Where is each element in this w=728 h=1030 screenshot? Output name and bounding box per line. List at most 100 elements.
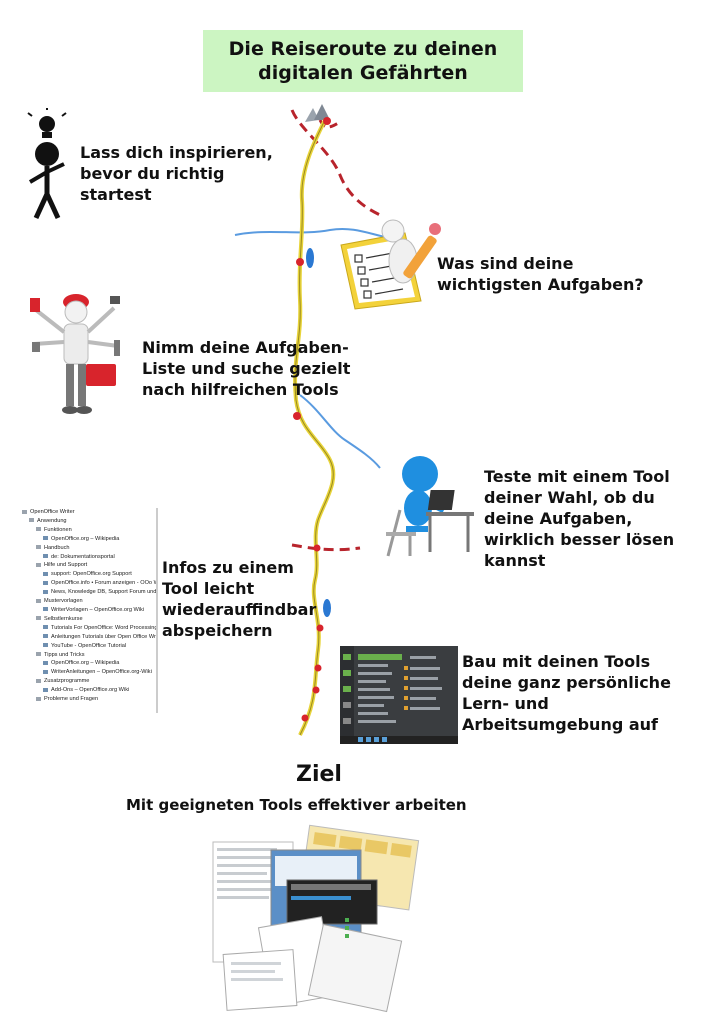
step-save-line-2: Tool leicht <box>162 579 255 598</box>
bookmark-tree-item[interactable]: WriterVorlagen – OpenOffice.org Wiki <box>18 606 156 615</box>
bookmark-tree-label: WriterVorlagen – OpenOffice.org Wiki <box>51 606 145 613</box>
folder-icon <box>36 696 41 701</box>
folder-icon <box>22 509 27 514</box>
bookmark-tree-item[interactable]: Selbstlernkurse <box>18 615 156 624</box>
route-marker-7 <box>312 686 320 694</box>
bookmark-icon <box>43 589 48 594</box>
bookmark-tree-item[interactable]: Tipps und Tricks <box>18 651 156 660</box>
bookmark-tree-label: Mustervorlagen <box>44 598 83 605</box>
step-save-text: Infos zu einem Tool leicht wiederauffind… <box>162 557 316 641</box>
bookmark-tree-label: Hilfe und Support <box>44 562 88 569</box>
step-build-line-1: Bau mit deinen Tools <box>462 652 651 671</box>
step-search-text: Nimm deine Aufgaben- Liste und suche gez… <box>142 337 350 400</box>
laptop-person-figure <box>386 456 474 557</box>
bookmark-tree-label: News, Knowledge DB, Support Forum und Tr… <box>51 589 158 596</box>
bookmark-tree-item[interactable]: OpenOffice.org – Wikipedia <box>18 535 156 544</box>
bookmark-tree-label: Anleitungen Tutorials über Open Office W… <box>51 633 158 640</box>
bookmark-tree-item[interactable]: Hilfe und Support <box>18 561 156 570</box>
step-tasks-line-1: Was sind deine <box>437 254 574 273</box>
folder-icon <box>36 616 41 621</box>
step-test-text: Teste mit einem Tool deiner Wahl, ob du … <box>484 466 674 571</box>
bookmark-tree-item[interactable]: OpenOffice Writer <box>18 508 156 517</box>
bookmark-icon <box>43 660 48 665</box>
bookmark-tree-item[interactable]: de: Dokumentationsportal <box>18 553 156 562</box>
bookmark-tree-item[interactable]: OpenOffice.info • Forum anzeigen - OOo W… <box>18 579 156 588</box>
bookmark-tree-label: support: OpenOffice.org Support <box>51 571 132 578</box>
bookmark-tree-item[interactable]: OpenOffice.org – Wikipedia <box>18 659 156 668</box>
bookmark-icon <box>43 643 48 648</box>
bookmark-tree-label: WriterAnleitungen – OpenOffice.org-Wiki <box>51 669 152 676</box>
idea-person-figure <box>27 108 67 220</box>
bookmark-tree-label: de: Dokumentationsportal <box>51 553 115 560</box>
title-box: Die Reiseroute zu deinen digitalen Gefäh… <box>203 30 523 92</box>
lake-2 <box>323 599 331 617</box>
step-save-line-4: abspeichern <box>162 621 273 640</box>
step-test-line-3: deine Aufgaben, <box>484 509 633 528</box>
bookmark-tree-item[interactable]: Tutorials For OpenOffice: Word Processin… <box>18 624 156 633</box>
route-marker-5 <box>316 624 324 632</box>
bookmark-tree-item[interactable]: Funktionen <box>18 526 156 535</box>
folder-icon <box>36 527 41 532</box>
bookmark-tree-label: Tipps und Tricks <box>44 651 85 658</box>
step-search-line-1: Nimm deine Aufgaben- <box>142 338 349 357</box>
goal-title: Ziel <box>296 762 342 787</box>
bookmark-tree-item[interactable]: News, Knowledge DB, Support Forum und Tr… <box>18 588 156 597</box>
bookmark-tree-label: Funktionen <box>44 526 72 533</box>
bookmark-tree-item[interactable]: Mustervorlagen <box>18 597 156 606</box>
bookmark-tree-item[interactable]: YouTube - OpenOffice Tutorial <box>18 642 156 651</box>
step-save-line-1: Infos zu einem <box>162 558 294 577</box>
step-test-line-5: kannst <box>484 551 546 570</box>
folder-icon <box>36 652 41 657</box>
step-build-line-3: Lern- und <box>462 694 549 713</box>
bookmark-tree-item[interactable]: Handbuch <box>18 544 156 553</box>
bookmark-tree-label: OpenOffice.org – Wikipedia <box>51 535 120 542</box>
route-path <box>293 119 336 736</box>
tools-person-figure <box>30 294 120 414</box>
bookmark-tree-label: Handbuch <box>44 544 70 551</box>
bookmark-tree-item[interactable]: Probleme und Fragen <box>18 695 156 704</box>
bookmark-tree-item[interactable]: WriterAnleitungen – OpenOffice.org-Wiki <box>18 668 156 677</box>
river-middle <box>299 394 381 469</box>
bookmark-tree-item[interactable]: support: OpenOffice.org Support <box>18 570 156 579</box>
route-marker-8 <box>301 714 309 722</box>
bookmark-tree-item[interactable]: Anwendung <box>18 517 156 526</box>
title-line-1: Die Reiseroute zu deinen <box>228 38 498 60</box>
step-search-line-3: nach hilfreichen Tools <box>142 380 339 399</box>
mountain-2 <box>314 104 330 120</box>
step-build-text: Bau mit deinen Tools deine ganz persönli… <box>462 651 671 735</box>
screenshot-collage <box>212 824 420 1013</box>
step-tasks-line-2: wichtigsten Aufgaben? <box>437 275 644 294</box>
folder-icon <box>29 518 34 523</box>
bookmark-icon <box>43 687 48 692</box>
step-save-line-3: wiederauffindbar <box>162 600 317 619</box>
bookmark-tree-item[interactable]: Add-Ons – OpenOffice.org Wiki <box>18 686 156 695</box>
app-menu-screenshot <box>340 646 458 744</box>
folder-icon <box>36 678 41 683</box>
bookmark-tree-label: Add-Ons – OpenOffice.org Wiki <box>51 687 130 694</box>
folder-icon <box>36 545 41 550</box>
step-inspiration-line-3: startest <box>80 185 152 204</box>
bookmark-tree-label: YouTube - OpenOffice Tutorial <box>51 642 127 649</box>
route-marker-1 <box>323 117 331 125</box>
route-marker-6 <box>314 664 322 672</box>
goal-subtitle: Mit geeigneten Tools effektiver arbeiten <box>126 796 467 814</box>
bookmark-icon <box>43 554 48 559</box>
bookmark-tree-label: OpenOffice.info • Forum anzeigen - OOo W… <box>51 580 158 587</box>
border-middle <box>291 543 361 552</box>
step-test-line-4: wirklich besser lösen <box>484 530 675 549</box>
bookmark-tree-label: Selbstlernkurse <box>44 615 83 622</box>
route-marker-3 <box>293 412 301 420</box>
step-tasks-text: Was sind deine wichtigsten Aufgaben? <box>437 253 644 295</box>
title-line-2: digitalen Gefährten <box>258 62 468 84</box>
step-build-line-4: Arbeitsumgebung auf <box>462 715 659 734</box>
bookmark-tree-item[interactable]: Zusatzprogramme <box>18 677 156 686</box>
bookmark-tree-item[interactable]: Anleitungen Tutorials über Open Office W… <box>18 633 156 642</box>
bookmark-tree-label: Anwendung <box>37 517 67 524</box>
bookmark-icon <box>43 634 48 639</box>
route-marker-4 <box>313 544 321 552</box>
lake-1 <box>306 248 314 268</box>
bookmark-icon <box>43 580 48 585</box>
